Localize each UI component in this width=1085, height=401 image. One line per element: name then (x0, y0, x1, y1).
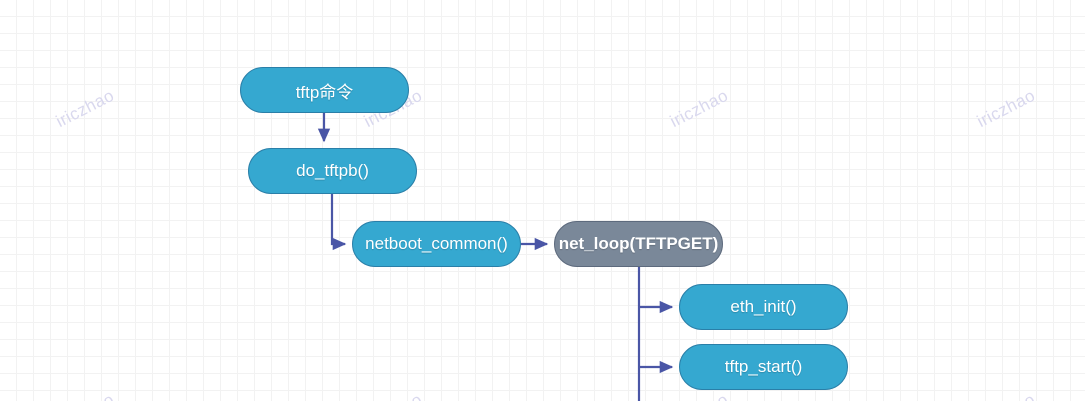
node-netboot-common[interactable]: netboot_common() (352, 221, 521, 267)
node-tftp-start[interactable]: tftp_start() (679, 344, 848, 390)
watermark: iriczhao (666, 85, 732, 132)
node-label: net_loop(TFTPGET) (558, 234, 719, 253)
node-do-tftpb[interactable]: do_tftpb() (248, 148, 417, 194)
watermark: iriczhao (974, 390, 1039, 401)
node-tftp-command[interactable]: tftp命令 (240, 67, 409, 113)
node-label: tftp_start() (724, 357, 803, 376)
node-net-loop[interactable]: net_loop(TFTPGET) (554, 221, 723, 267)
watermark: iriczhao (52, 85, 118, 132)
node-label: netboot_common() (365, 234, 508, 253)
node-label: tftp命令 (295, 82, 354, 102)
node-eth-init[interactable]: eth_init() (679, 284, 848, 330)
node-label: eth_init() (730, 297, 797, 316)
edge-do-tftpb-to-netboot-common (330, 194, 347, 251)
watermark: iriczhao (361, 390, 426, 401)
watermark: iriczhao (53, 390, 118, 401)
watermark: iriczhao (667, 390, 732, 401)
watermark: iriczhao (973, 85, 1039, 132)
node-label: do_tftpb() (296, 161, 369, 180)
